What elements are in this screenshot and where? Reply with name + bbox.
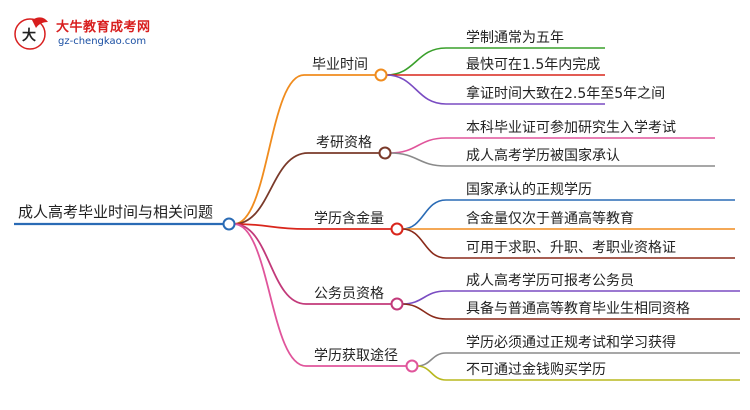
logo-title: 大牛教育成考网 bbox=[56, 20, 151, 35]
leaf-node-label[interactable]: 含金量仅次于普通高等教育 bbox=[466, 210, 634, 227]
leaf-connector bbox=[401, 290, 447, 305]
branch-connector bbox=[233, 74, 305, 225]
leaf-connector bbox=[389, 152, 447, 167]
branch-node-label[interactable]: 考研资格 bbox=[316, 135, 372, 151]
leaf-connector bbox=[389, 137, 447, 154]
logo-url: gz-chengkao.com bbox=[58, 36, 147, 47]
leaf-connector bbox=[385, 74, 447, 105]
branch-node-dot[interactable] bbox=[405, 359, 419, 373]
leaf-node-label[interactable]: 不可通过金钱购买学历 bbox=[466, 362, 606, 378]
leaf-node-label[interactable]: 本科毕业证可参加研究生入学考试 bbox=[466, 119, 676, 136]
branch-node-dot[interactable] bbox=[374, 68, 388, 82]
leaf-connector bbox=[401, 199, 447, 230]
leaf-node-label[interactable]: 最快可在1.5年内完成 bbox=[466, 57, 600, 73]
svg-text:大: 大 bbox=[22, 27, 36, 44]
root-node-label[interactable]: 成人高考毕业时间与相关问题 bbox=[18, 203, 213, 221]
leaf-node-label[interactable]: 国家承认的正规学历 bbox=[466, 181, 592, 198]
branch-connector bbox=[233, 223, 307, 305]
leaf-node-label[interactable]: 成人高考学历被国家承认 bbox=[466, 147, 620, 164]
leaf-connector bbox=[401, 228, 447, 259]
branch-node-dot[interactable] bbox=[378, 146, 392, 160]
branch-connector bbox=[233, 152, 309, 225]
leaf-connector bbox=[401, 303, 447, 320]
leaf-connector bbox=[385, 47, 447, 76]
logo-mascot-icon: 大 bbox=[14, 17, 48, 50]
branch-node-dot[interactable] bbox=[390, 297, 404, 311]
leaf-node-label[interactable]: 学制通常为五年 bbox=[466, 30, 564, 46]
leaf-connector bbox=[416, 352, 447, 367]
leaf-node-label[interactable]: 成人高考学历可报考公务员 bbox=[466, 272, 634, 289]
leaf-node-label[interactable]: 拿证时间大致在2.5年至5年之间 bbox=[466, 85, 665, 102]
branch-node-label[interactable]: 学历获取途径 bbox=[314, 347, 398, 364]
branch-node-label[interactable]: 公务员资格 bbox=[314, 286, 384, 302]
branch-node-label[interactable]: 学历含金量 bbox=[314, 211, 384, 227]
leaf-node-label[interactable]: 学历必须通过正规考试和学习获得 bbox=[466, 334, 676, 351]
leaf-node-label[interactable]: 具备与普通高等教育毕业生相同资格 bbox=[466, 300, 690, 317]
root-node-dot[interactable] bbox=[222, 217, 236, 231]
branch-node-label[interactable]: 毕业时间 bbox=[312, 57, 368, 73]
branch-connector bbox=[233, 223, 307, 367]
branch-node-dot[interactable] bbox=[390, 222, 404, 236]
leaf-connector bbox=[416, 365, 447, 381]
site-logo[interactable]: 大 大牛教育成考网 gz-chengkao.com bbox=[10, 14, 180, 54]
branch-connector bbox=[233, 223, 307, 230]
leaf-node-label[interactable]: 可用于求职、升职、考职业资格证 bbox=[466, 240, 676, 256]
